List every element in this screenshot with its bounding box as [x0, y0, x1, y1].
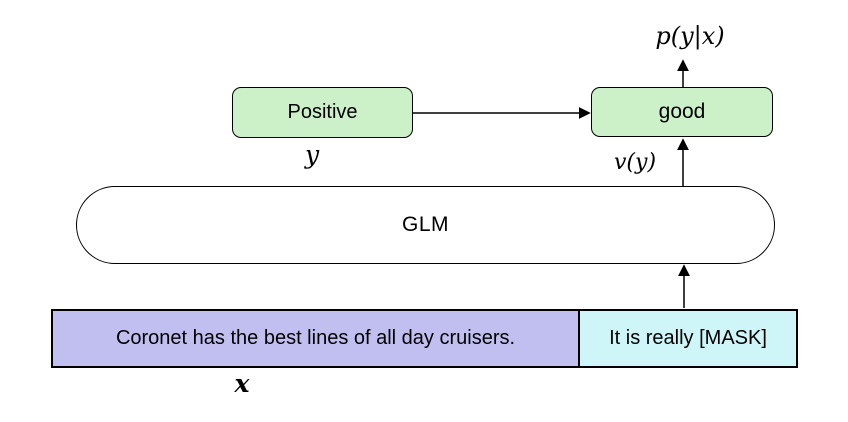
verbalizer-token-box: good: [591, 87, 773, 137]
model-box: GLM: [76, 186, 775, 264]
class-var-label: y: [304, 140, 320, 169]
class-label-box: Positive: [232, 87, 413, 138]
model-name-text: GLM: [401, 213, 449, 236]
input-text-box: Coronet has the best lines of all day cr…: [51, 309, 580, 368]
verbalizer-function-label: v(y): [614, 150, 657, 175]
input-text: Coronet has the best lines of all day cr…: [115, 327, 516, 349]
prompt-text: It is really [MASK]: [609, 327, 767, 349]
prompt-box: It is really [MASK]: [578, 309, 798, 368]
output-probability-label: p(y|x): [655, 22, 725, 50]
class-label-text: Positive: [287, 101, 358, 123]
verbalizer-token-text: good: [658, 100, 706, 123]
input-var-label: x: [234, 369, 250, 398]
